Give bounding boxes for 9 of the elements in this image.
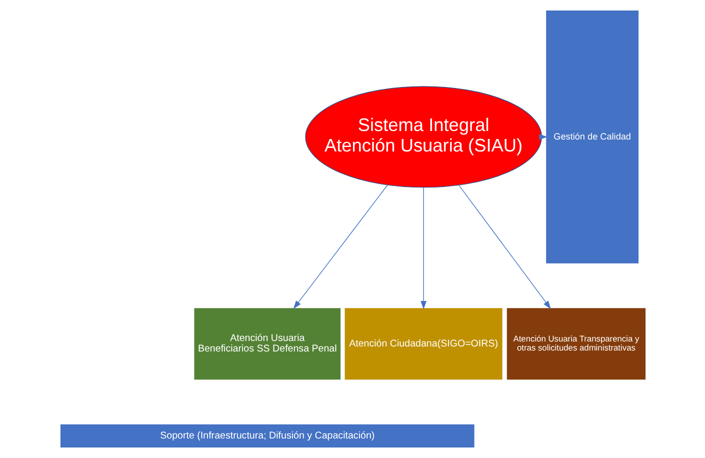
arrow [458,184,550,310]
node-box: Soporte (Infraestructura; Difusión y Capacitación) [60,424,474,448]
node-box: Atención Usuaria Beneficiarios SS Defensa Penal [194,308,340,380]
node-box: Gestión de Calidad [546,10,638,264]
arrow [538,134,547,140]
node-box: Atención Ciudadana(SIGO=OIRS) [344,308,502,380]
arrow [420,187,426,310]
arrow [292,184,388,309]
node-box: Atención Usuaria Transparencia y otras solicitudes administrativas [506,308,646,380]
